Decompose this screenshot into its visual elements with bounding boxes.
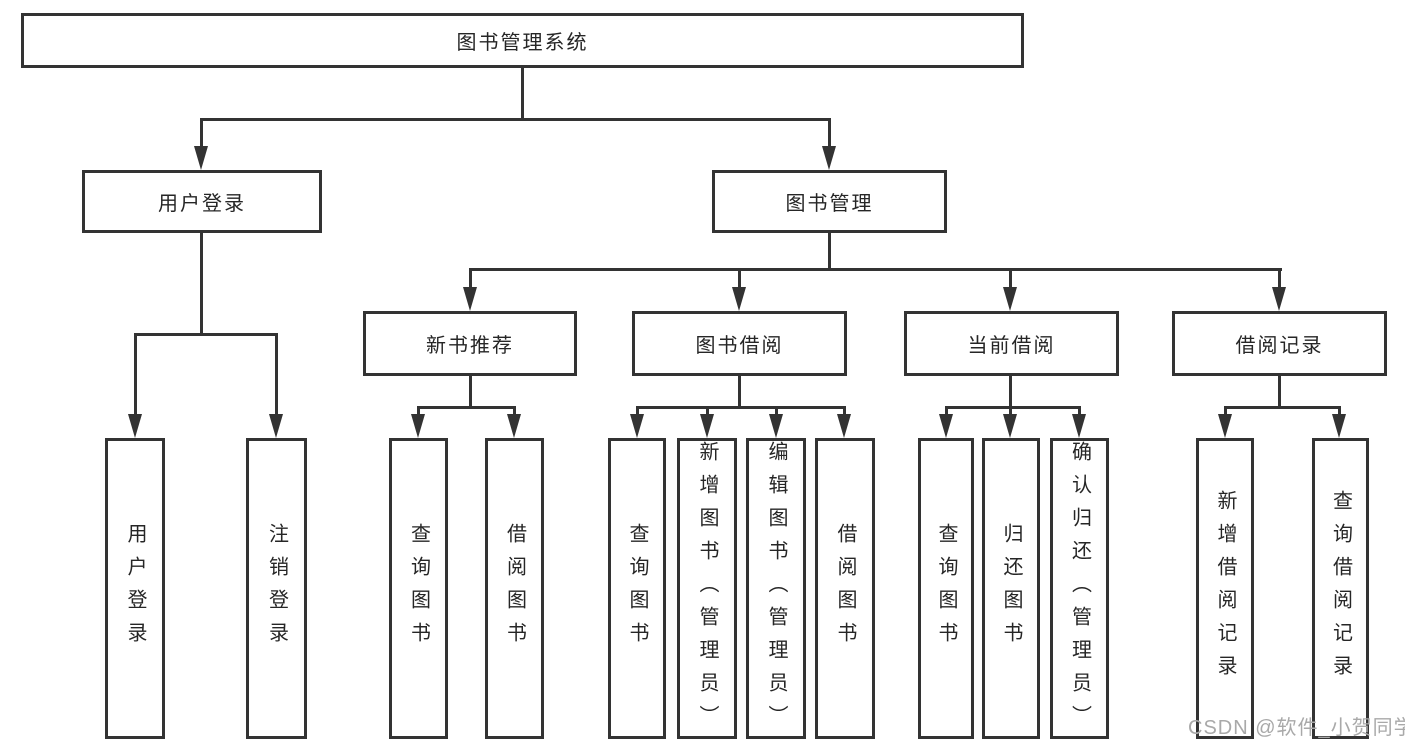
arrow-down-icon bbox=[732, 287, 746, 311]
arrow-down-icon bbox=[1218, 414, 1232, 438]
node-book-borrow: 图书借阅 bbox=[632, 311, 847, 376]
edge-group2-leaf3-stub bbox=[775, 406, 778, 418]
arrow-down-icon bbox=[837, 414, 851, 438]
arrow-down-icon bbox=[1003, 414, 1017, 438]
edge-group4-leaf2-stub bbox=[1338, 406, 1341, 418]
leaf-borrow-book-1: 借阅图书 bbox=[485, 438, 544, 739]
leaf-query-book-3: 查询图书 bbox=[918, 438, 974, 739]
arrow-down-icon bbox=[822, 146, 836, 170]
edge-group2-vline bbox=[738, 374, 741, 408]
edge-root-mgmt-stub bbox=[828, 118, 831, 150]
edge-group1-hline bbox=[417, 406, 516, 409]
arrow-down-icon bbox=[700, 414, 714, 438]
leaf-borrow-book-2: 借阅图书 bbox=[815, 438, 875, 739]
arrow-down-icon bbox=[128, 414, 142, 438]
edge-login-vline bbox=[200, 231, 203, 336]
arrow-down-icon bbox=[463, 287, 477, 311]
edge-mgmt-group4-stub bbox=[1278, 268, 1281, 291]
edge-mgmt-hline bbox=[469, 268, 1282, 271]
node-new-book-recommend: 新书推荐 bbox=[363, 311, 577, 376]
leaf-edit-book-admin: 编辑图书（管理员） bbox=[746, 438, 806, 739]
edge-group3-vline bbox=[1009, 374, 1012, 408]
node-borrow-record: 借阅记录 bbox=[1172, 311, 1387, 376]
arrow-down-icon bbox=[939, 414, 953, 438]
arrow-down-icon bbox=[507, 414, 521, 438]
edge-mgmt-group3-stub bbox=[1009, 268, 1012, 291]
edge-login-hline bbox=[134, 333, 278, 336]
edge-group2-hline bbox=[636, 406, 846, 409]
edge-root-login-stub bbox=[200, 118, 203, 150]
edge-group4-leaf1-stub bbox=[1224, 406, 1227, 418]
arrow-down-icon bbox=[194, 146, 208, 170]
leaf-user-login: 用户登录 bbox=[105, 438, 165, 739]
edge-group2-leaf2-stub bbox=[706, 406, 709, 418]
edge-group1-leaf1-stub bbox=[417, 406, 420, 418]
node-book-management: 图书管理 bbox=[712, 170, 947, 233]
edge-group2-leaf4-stub bbox=[843, 406, 846, 418]
leaf-query-book-2: 查询图书 bbox=[608, 438, 666, 739]
node-current-borrow: 当前借阅 bbox=[904, 311, 1119, 376]
edge-group4-hline bbox=[1224, 406, 1340, 409]
edge-root-vline bbox=[521, 66, 524, 121]
edge-group2-leaf1-stub bbox=[636, 406, 639, 418]
leaf-confirm-return-admin: 确认归还（管理员） bbox=[1050, 438, 1109, 739]
arrow-down-icon bbox=[1332, 414, 1346, 438]
arrow-down-icon bbox=[1272, 287, 1286, 311]
arrow-down-icon bbox=[1003, 287, 1017, 311]
leaf-query-borrow-record: 查询借阅记录 bbox=[1312, 438, 1369, 739]
edge-mgmt-group1-stub bbox=[469, 268, 472, 291]
edge-mgmt-group2-stub bbox=[738, 268, 741, 291]
edge-group1-vline bbox=[469, 374, 472, 408]
leaf-return-book: 归还图书 bbox=[982, 438, 1040, 739]
edge-group4-vline bbox=[1278, 374, 1281, 408]
edge-group1-leaf2-stub bbox=[513, 406, 516, 418]
edge-group3-leaf2-stub bbox=[1009, 406, 1012, 418]
edge-login-leaf2-stub bbox=[275, 333, 278, 418]
arrow-down-icon bbox=[411, 414, 425, 438]
leaf-add-borrow-record: 新增借阅记录 bbox=[1196, 438, 1254, 739]
edge-group3-leaf1-stub bbox=[945, 406, 948, 418]
leaf-query-book-1: 查询图书 bbox=[389, 438, 448, 739]
node-user-login: 用户登录 bbox=[82, 170, 322, 233]
leaf-logout: 注销登录 bbox=[246, 438, 307, 739]
edge-group3-leaf3-stub bbox=[1078, 406, 1081, 418]
arrow-down-icon bbox=[269, 414, 283, 438]
edge-group3-hline bbox=[945, 406, 1081, 409]
leaf-add-book-admin: 新增图书（管理员） bbox=[677, 438, 737, 739]
arrow-down-icon bbox=[1072, 414, 1086, 438]
edge-login-leaf1-stub bbox=[134, 333, 137, 418]
edge-mgmt-vline bbox=[828, 231, 831, 271]
edge-root-hline bbox=[200, 118, 831, 121]
arrow-down-icon bbox=[630, 414, 644, 438]
node-root-system: 图书管理系统 bbox=[21, 13, 1024, 68]
csdn-watermark: CSDN @软件_小贺同学 bbox=[1188, 717, 1405, 739]
arrow-down-icon bbox=[769, 414, 783, 438]
